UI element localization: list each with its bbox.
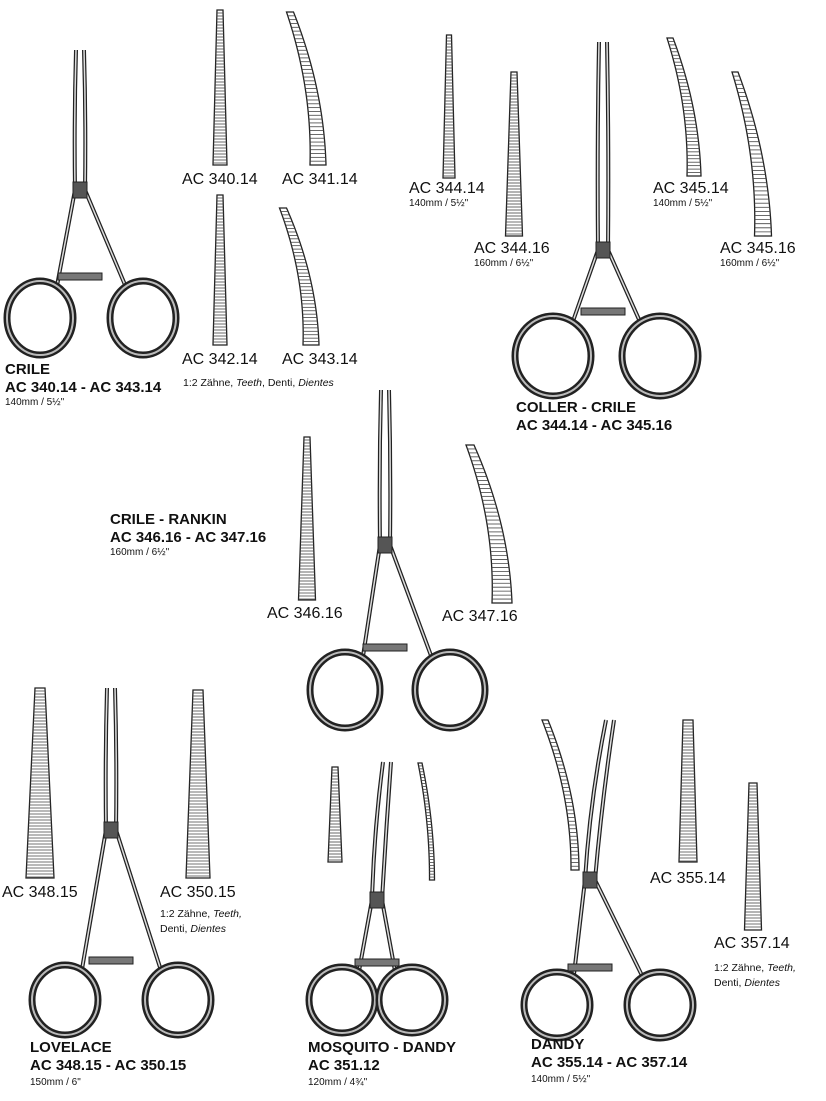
jaw-tip-straight (743, 782, 763, 931)
jaw-tip-curved (278, 207, 320, 346)
product-range: AC 340.14 - AC 343.14 (5, 379, 162, 396)
product-range: AC 348.15 - AC 350.15 (30, 1057, 187, 1074)
jaw-tip-straight (327, 766, 343, 863)
product-range: AC 344.14 - AC 345.16 (516, 417, 673, 434)
product-size: 150mm / 6" (30, 1077, 81, 1088)
jaw-tip-straight (504, 71, 524, 237)
product-group-coller-crile: COLLER - CRILE AC 344.14 - AC 345.16 (516, 399, 672, 435)
jaw-tip-straight (442, 34, 456, 179)
product-size: 160mm / 6½" (110, 547, 170, 558)
teeth-note: 1:2 Zähne, Teeth, Denti, Dientes (183, 377, 334, 389)
jaw-tip-curved (731, 71, 773, 237)
jaw-tip-straight (678, 719, 698, 863)
product-name: DANDY (531, 1036, 585, 1053)
item-code: AC 341.14 (282, 171, 358, 188)
product-range: AC 355.14 - AC 357.14 (531, 1054, 688, 1071)
teeth-note: 1:2 Zähne, Teeth,Denti, Dientes (160, 908, 242, 935)
product-size: 120mm / 4¾" (308, 1077, 368, 1088)
item-code: AC 347.16 (442, 608, 518, 625)
forceps-illustration (305, 761, 449, 1037)
product-size: 140mm / 5½" (531, 1074, 591, 1085)
jaw-tip-curved (465, 444, 513, 604)
product-size: 140mm / 5½" (5, 397, 65, 408)
jaw-tip-curved (541, 719, 580, 871)
product-group-crile-rankin: CRILE - RANKIN AC 346.16 - AC 347.16 160… (110, 511, 266, 558)
forceps-illustration (306, 389, 489, 732)
forceps-illustration (520, 719, 697, 1042)
item-code: AC 340.14 (182, 171, 258, 188)
product-name: MOSQUITO - DANDY (308, 1039, 457, 1056)
item-code: AC 343.14 (282, 351, 358, 368)
jaw-tip-straight (212, 194, 228, 346)
product-range: AC 346.16 - AC 347.16 (110, 529, 267, 546)
product-range: AC 351.12 (308, 1057, 380, 1074)
forceps-illustration (28, 687, 215, 1039)
jaw-tip-curved (285, 11, 327, 166)
product-group-dandy: DANDY AC 355.14 - AC 357.14 140mm / 5½" (531, 1036, 687, 1085)
product-group-mosquito-dandy: MOSQUITO - DANDY AC 351.12 120mm / 4¾" (308, 1039, 456, 1088)
jaw-tip-curved (417, 762, 436, 881)
product-group-lovelace: LOVELACE AC 348.15 - AC 350.15 150mm / 6… (30, 1039, 186, 1088)
item-code: AC 357.14 (714, 935, 790, 952)
product-group-crile: CRILE AC 340.14 - AC 343.14 140mm / 5½" (5, 361, 161, 408)
item-code: AC 348.15 (2, 884, 78, 901)
product-name: CRILE - RANKIN (110, 511, 227, 528)
jaw-tip-straight (25, 687, 55, 879)
forceps-illustration (3, 49, 180, 359)
jaw-tip-straight (185, 689, 211, 879)
teeth-note: 1:2 Zähne, Teeth,Denti, Dientes (714, 962, 796, 989)
product-name: LOVELACE (30, 1039, 112, 1056)
item-code: AC 346.16 (267, 605, 343, 622)
forceps-illustration (511, 41, 702, 400)
item-code: AC 355.14 (650, 870, 726, 887)
product-name: CRILE (5, 361, 50, 378)
jaw-tip-straight (212, 9, 228, 166)
jaw-tip-straight (297, 436, 317, 601)
jaw-tip-curved (666, 37, 702, 177)
item-code: AC 342.14 (182, 351, 258, 368)
item-code: AC 350.15 (160, 884, 236, 901)
product-name: COLLER - CRILE (516, 399, 636, 416)
